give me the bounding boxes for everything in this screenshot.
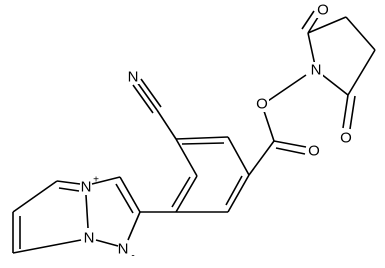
bond-het-nplus-nbridge: [85, 194, 89, 229]
bond-imide-c1-c2: [307, 16, 347, 34]
bond-imide-c4-o-double: [349, 95, 356, 130]
bond-nitrile-triple-3: [132, 84, 154, 114]
bond-ring-nitrile-carbon: [156, 109, 177, 140]
bond-ring-c-d: [175, 175, 198, 213]
bond-het-c-c: [119, 176, 141, 213]
bond-het-c-c-double: [115, 183, 134, 214]
imide-bottom-oxygen-label: O: [340, 130, 352, 147]
bond-left-c-nbridge: [12, 239, 82, 254]
imide-nitrogen-label: N: [311, 62, 322, 79]
bond-het-nbridge-nminus: [95, 239, 119, 247]
imide-top-oxygen-label: O: [317, 2, 329, 19]
bond-imide-c2-c3: [345, 16, 376, 51]
bond-het-nminus-c: [127, 211, 141, 241]
nitrile-nitrogen-label: N: [128, 69, 139, 86]
pyrazolium-positive-charge: +: [93, 175, 99, 186]
atom-labels: N O O N O O N + N N -: [81, 2, 353, 262]
anion-nitrogen-label: N: [118, 241, 129, 258]
bridge-nitrogen-label: N: [84, 230, 95, 247]
bond-ester-carbonyl: [273, 140, 307, 148]
bond-nitrile-triple-1: [136, 81, 158, 111]
bond-het-c-nplus: [91, 176, 121, 185]
anion-negative-charge: -: [131, 251, 134, 262]
bond-left-c-c: [12, 180, 58, 213]
bond-ester-carbonyl-double: [275, 147, 306, 155]
bonds: [12, 10, 376, 254]
bond-ring-e-f-inner: [225, 175, 243, 206]
pyrazolium-nitrogen-label: N: [81, 179, 92, 196]
bond-ring-f-a: [227, 136, 250, 176]
bond-left-nplus-c: [56, 180, 81, 185]
bond-ester-oxygen-nitrogen: [261, 74, 307, 106]
bond-ring-a-b: [175, 136, 229, 140]
bond-imide-c4-o: [342, 94, 349, 129]
bond-ring-a-b-inner: [181, 142, 225, 145]
bond-ring-c-d-inner: [171, 176, 191, 208]
bond-left-nplus-c-double: [58, 187, 80, 192]
bond-ring-b-c: [175, 138, 198, 177]
ester-oxygen-label: O: [256, 96, 268, 113]
bond-imide-c1-o-double: [301, 10, 315, 30]
bond-ring-ester-carbon: [248, 140, 275, 176]
bond-nitrile-triple-2: [140, 78, 162, 108]
carbonyl-oxygen-label: O: [308, 143, 320, 160]
bond-imide-c3-c4: [347, 49, 376, 96]
bond-ring-e-f: [227, 174, 250, 213]
